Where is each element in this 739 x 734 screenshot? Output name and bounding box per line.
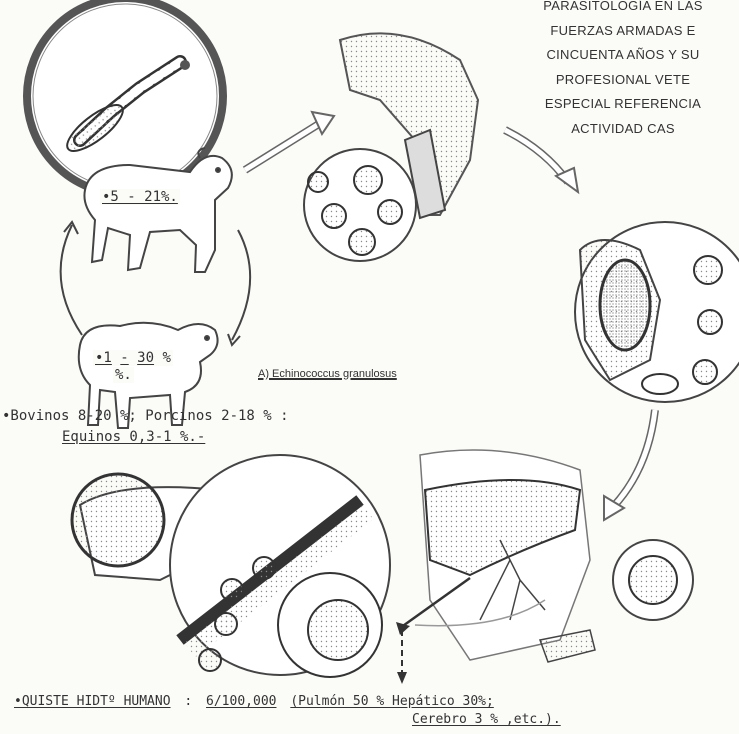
figure-caption: A) Echinococcus granulosus (258, 368, 397, 380)
human-cyst-line: •QUISTE HIDTº HUMANO : 6/100,000 (Pulmón… (14, 694, 494, 709)
intestinal-wall-lens (575, 222, 739, 402)
liver-section (420, 450, 595, 662)
document-heading: PARASITOLOGÍA EN LAS FUERZAS ARMADAS E C… (513, 0, 733, 141)
human-cyst-detail2: Cerebro 3 % ,etc.). (412, 712, 561, 727)
heading-line: CINCUENTA AÑOS Y SU (513, 43, 733, 68)
human-cyst-ratio: 6/100,000 (206, 694, 276, 709)
heading-line: ACTIVIDAD CAS (513, 117, 733, 142)
human-cyst-label: •QUISTE HIDTº HUMANO (14, 694, 171, 709)
heading-line: PARASITOLOGÍA EN LAS (513, 0, 733, 19)
dog-prevalence: •5 - 21%. (100, 189, 180, 205)
sheep-prevalence-den: %. (113, 367, 134, 383)
sheep-prevalence-prefix: •1 (95, 350, 112, 366)
heading-line: PROFESIONAL VETE (513, 68, 733, 93)
sheep-prevalence: •1 - 30 % (93, 350, 173, 366)
human-cyst-colon: : (184, 694, 192, 709)
eggs-lens (304, 149, 416, 261)
livestock-prevalence-line2: Equinos 0,3-1 %.- (62, 429, 205, 445)
sheep-prevalence-sep: - (120, 350, 128, 366)
oncosphere-lens (613, 540, 693, 620)
sheep-prevalence-num: 30 (137, 350, 154, 366)
heading-line: FUERZAS ARMADAS E (513, 19, 733, 44)
sheep-prevalence-pct: % (162, 350, 170, 366)
figure-caption-text: A) Echinococcus granulosus (258, 368, 397, 380)
hydatid-cyst-section (72, 455, 390, 677)
livestock-prevalence-line1: •Bovinos 8-20 %; Porcinos 2-18 % : (2, 408, 289, 424)
human-cyst-detail: (Pulmón 50 % Hepático 30%; (290, 694, 494, 709)
heading-line: ESPECIAL REFERENCIA (513, 92, 733, 117)
